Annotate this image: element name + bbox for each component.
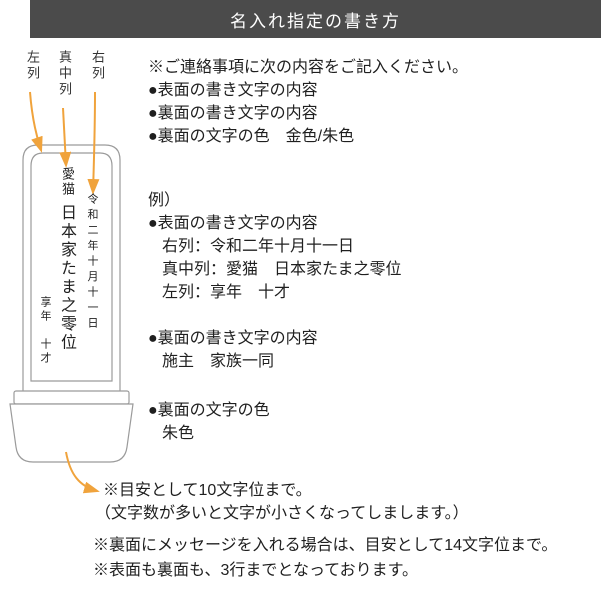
example-color-line: 朱色 (162, 425, 195, 442)
tablet-base-body (9, 403, 134, 463)
intro-note: ※ご連絡事項に次の内容をご記入ください。 (148, 59, 469, 76)
tablet-center-top-text: 愛猫 (60, 167, 75, 197)
note-row-limit: ※表面も裏面も、3行までとなっております。 (93, 562, 419, 579)
label-left-column: 左列 (25, 50, 40, 82)
bullet-front-content: ●表面の書き文字の内容 (148, 82, 318, 99)
note-char-limit-sub: （文字数が多いと文字が小さくなってしまします。） (95, 505, 469, 522)
example-front-header: ●表面の書き文字の内容 (148, 215, 318, 232)
arrow-center-column (59, 107, 72, 168)
example-front-center: 真中列：愛猫 日本家たま之零位 (162, 261, 402, 278)
example-front-left: 左列：享年 十才 (162, 284, 291, 301)
arrow-right-column (87, 91, 100, 195)
example-label: 例） (148, 192, 181, 209)
tablet-center-main-text: 日本家たま之零位 (58, 204, 75, 352)
example-block: 例） ●表面の書き文字の内容 右列：令和二年十月十一日 真中列：愛猫 日本家たま… (148, 189, 402, 445)
bullet-back-color: ●裏面の文字の色 金色/朱色 (148, 128, 355, 145)
example-back-line: 施主 家族一同 (162, 353, 275, 370)
example-back-header: ●裏面の書き文字の内容 (148, 330, 318, 347)
arrow-character-limit (65, 451, 100, 494)
note-back-limit: ※裏面にメッセージを入れる場合は、目安として14文字位まで。 (93, 537, 558, 554)
tablet-left-column-text: 享年 十才 (39, 296, 51, 366)
tablet-base-lip (13, 390, 130, 405)
arrow-left-column (29, 91, 43, 153)
spacer (148, 373, 402, 399)
label-right-column: 右列 (90, 50, 105, 82)
note-char-limit: ※目安として10文字位まで。 (103, 482, 312, 499)
label-center-column: 真中列 (57, 50, 72, 98)
example-color-header: ●裏面の文字の色 (148, 402, 270, 419)
bullet-back-content: ●裏面の書き文字の内容 (148, 105, 318, 122)
tablet-right-column-text: 令和二年十月十一日 (86, 193, 98, 333)
instructions-block: ※ご連絡事項に次の内容をご記入ください。 ●表面の書き文字の内容 ●裏面の書き文… (148, 56, 468, 148)
page-title: 名入れ指定の書き方 (30, 0, 601, 38)
example-front-right: 右列：令和二年十月十一日 (162, 238, 355, 255)
spacer (148, 304, 402, 327)
